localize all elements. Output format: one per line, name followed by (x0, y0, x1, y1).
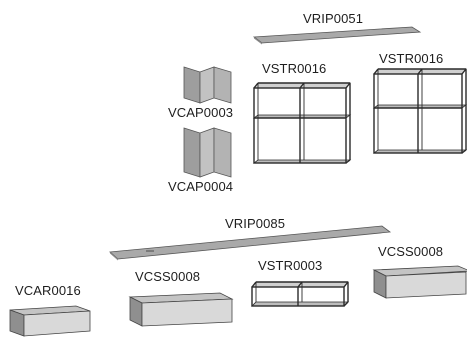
cap-panel-vcap0004 (183, 127, 232, 178)
label-vcar0016: VCAR0016 (15, 283, 81, 298)
label-vcap0003: VCAP0003 (168, 105, 234, 120)
label-vcss0008-left: VCSS0008 (135, 269, 201, 284)
label-vstr0016-left: VSTR0016 (262, 61, 327, 76)
label-vstr0016-right: VSTR0016 (379, 51, 444, 66)
cap-panel-vcap0003 (183, 66, 232, 104)
label-vrip0051: VRIP0051 (303, 11, 364, 26)
label-vcss0008-right: VCSS0008 (378, 244, 444, 259)
drawer-box-vcar0016 (9, 305, 91, 337)
open-frame-vstr0016-left (252, 82, 352, 164)
shelf-panel-vrip0051 (252, 26, 422, 45)
open-frame-vstr0003 (251, 281, 349, 307)
open-frame-vstr0016-right (372, 68, 467, 154)
drawer-box-vcss0008-right (372, 265, 467, 299)
drawer-box-vcss0008-left (128, 292, 234, 327)
label-vrip0085: VRIP0085 (225, 216, 286, 231)
label-vstr0003: VSTR0003 (258, 258, 323, 273)
shelf-panel-vrip0085 (109, 225, 392, 261)
label-vcap0004: VCAP0004 (168, 179, 234, 194)
